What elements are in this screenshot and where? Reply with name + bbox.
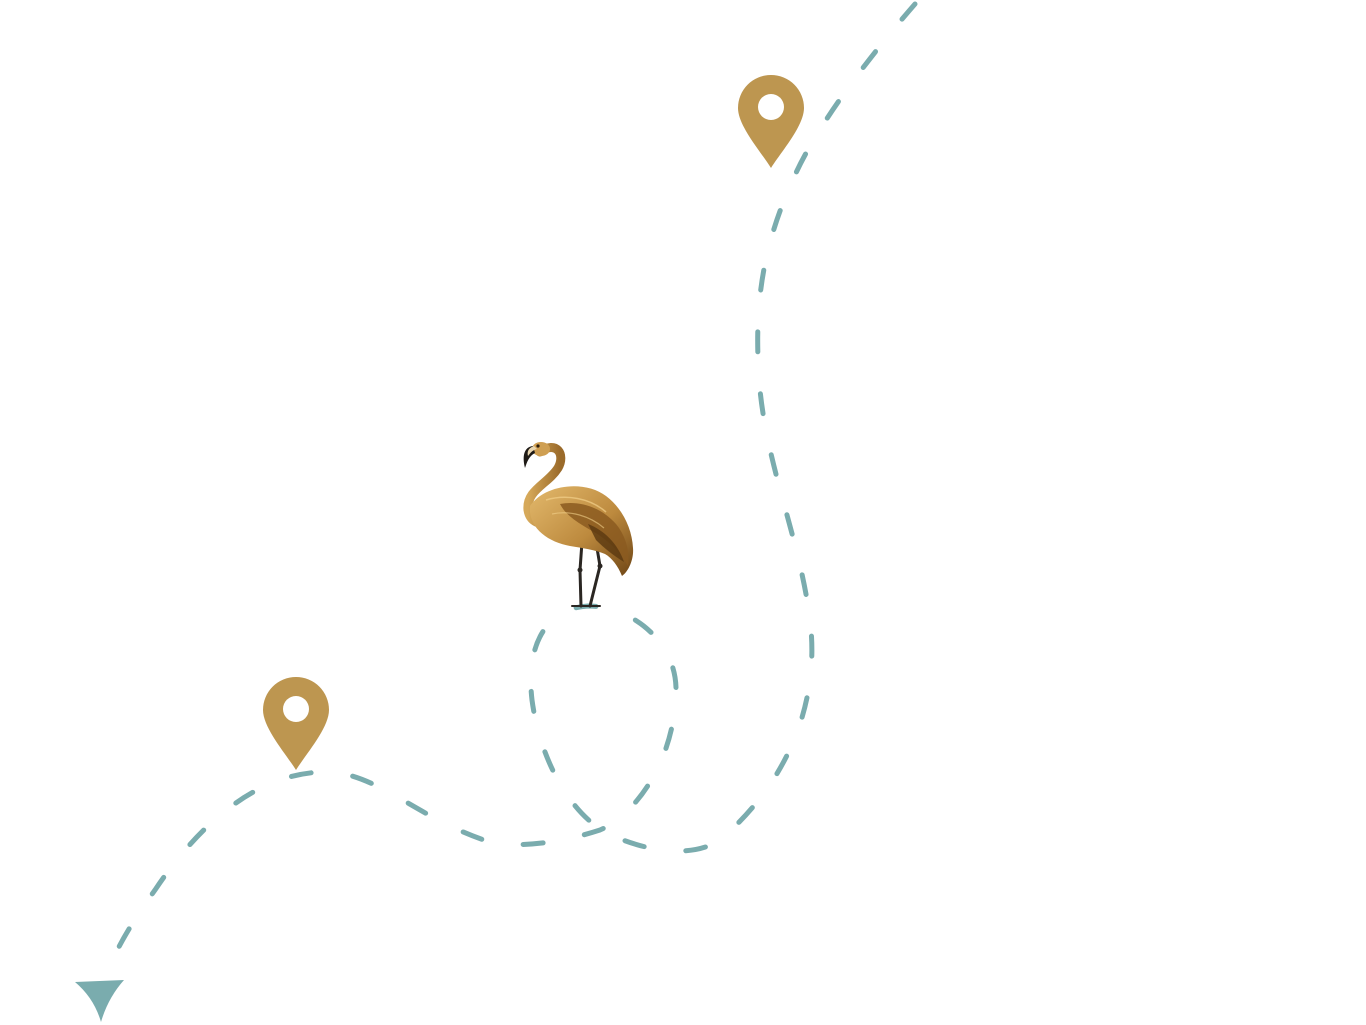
map-pin-icon	[738, 75, 804, 168]
flamingo-icon	[523, 442, 634, 608]
arrow-head-icon	[75, 980, 124, 1022]
dashed-route-line	[100, 1, 918, 988]
map-pin-icon	[263, 677, 329, 770]
